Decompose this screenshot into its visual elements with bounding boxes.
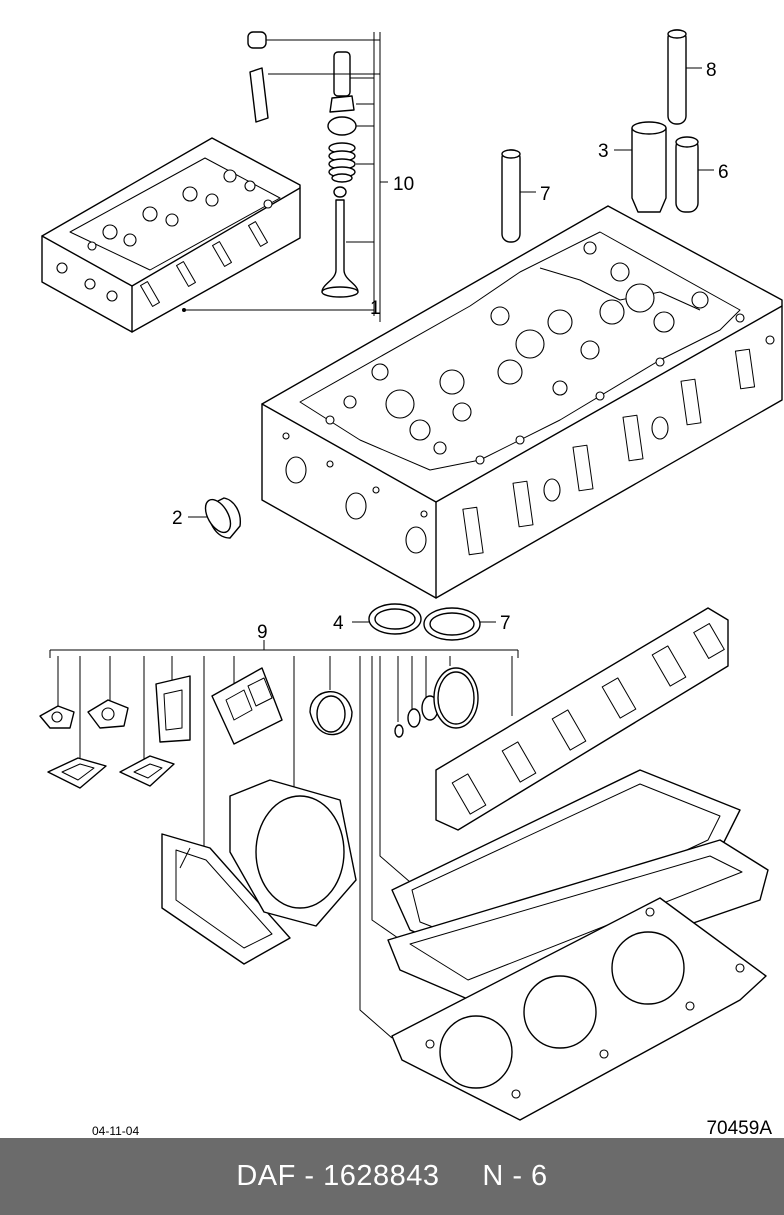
footer-brand: DAF [236, 1160, 296, 1192]
exploded-parts-diagram: 1 2 3 4 6 7 7 8 9 10 [39, 29, 783, 1121]
callout-8: 8 [706, 60, 717, 81]
manifold-gasket [435, 607, 729, 831]
footer-separator: - [295, 1160, 324, 1192]
callout-1: 1 [370, 298, 381, 319]
footer-part-number: 1628843 [323, 1160, 440, 1192]
head-gasket-upper [387, 839, 769, 1001]
part-footer: DAF - 1628843 N - 6 [0, 1138, 784, 1215]
callout-labels: 1 2 3 4 6 7 7 8 9 10 [172, 60, 729, 643]
leader-lines-top [182, 32, 388, 322]
callout-7-lower: 7 [500, 613, 511, 634]
head-gasket-lower [391, 897, 767, 1121]
small-cylinder-head [41, 137, 301, 333]
footer-section: N - 6 [482, 1160, 548, 1192]
gasket-set-bracket [49, 640, 519, 1039]
cover-gaskets [161, 779, 357, 965]
callout-4: 4 [333, 613, 344, 634]
figure-number: 70459A [706, 1118, 772, 1139]
footer-gap [440, 1160, 483, 1193]
callout-7-upper: 7 [540, 184, 551, 205]
sealing-rings [352, 603, 496, 641]
callout-3: 3 [598, 141, 609, 162]
callout-2: 2 [172, 508, 183, 529]
callout-10: 10 [393, 174, 414, 195]
sleeves-and-tubes [501, 29, 714, 243]
callout-9: 9 [257, 622, 268, 643]
cylinder-head [261, 205, 783, 599]
drawing-date: 04-11-04 [92, 1124, 140, 1138]
small-gaskets [39, 667, 479, 789]
cup-plug [188, 497, 241, 539]
callout-6: 6 [718, 162, 729, 183]
